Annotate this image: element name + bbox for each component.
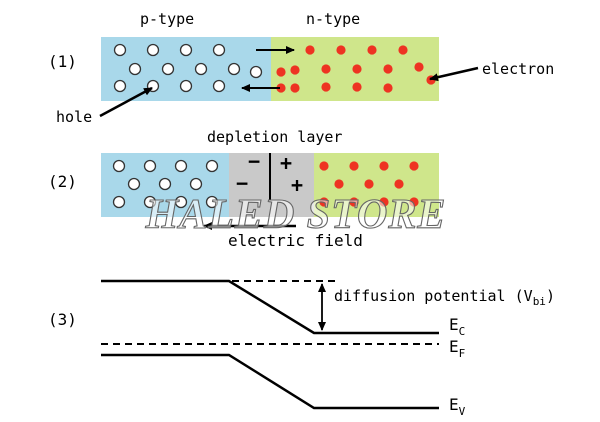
holes-group-2	[112, 159, 219, 209]
electron-dot	[379, 197, 389, 207]
conduction-band-label: EC	[449, 315, 465, 338]
electron-dot	[409, 197, 419, 207]
electron-dot	[383, 64, 393, 74]
hole-dot	[179, 43, 193, 57]
hole-dot	[112, 159, 126, 173]
hole-dot	[143, 159, 157, 173]
electron-dot	[364, 179, 374, 189]
ion-negative-2: −	[236, 171, 248, 195]
ion-positive-1: +	[280, 151, 292, 175]
electron-dot	[352, 82, 362, 92]
electron-dot	[398, 45, 408, 55]
hole-dot	[128, 62, 142, 76]
hole-dot	[113, 43, 127, 57]
electron-dot	[383, 83, 393, 93]
hole-dot	[212, 79, 226, 93]
watermark: HALED STORE	[145, 192, 447, 238]
hole-dot	[174, 159, 188, 173]
electron-dot	[414, 62, 424, 72]
hole-dot	[174, 195, 188, 209]
hole-dot	[179, 79, 193, 93]
holes-group-1	[113, 43, 263, 93]
hole-dot	[127, 177, 141, 191]
hole-pointer-arrow	[99, 86, 153, 118]
electron-dot	[321, 82, 331, 92]
electrons-group-1	[276, 45, 436, 93]
electron-dot	[319, 161, 329, 171]
depletion-layer-label: depletion layer	[207, 128, 342, 146]
electron-dot	[305, 45, 315, 55]
hole-dot	[205, 195, 219, 209]
hole-dot	[161, 62, 175, 76]
n-type-label: n-type	[306, 10, 360, 28]
electron-dot	[349, 197, 359, 207]
electron-dot	[276, 83, 286, 93]
hole-dot	[112, 195, 126, 209]
step3-label: (3)	[48, 310, 77, 329]
electron-dot	[394, 179, 404, 189]
electron-dot	[367, 45, 377, 55]
hole-dot	[205, 159, 219, 173]
hole-label: hole	[56, 108, 92, 126]
ion-negative-1: −	[248, 149, 260, 173]
electron-dot	[349, 161, 359, 171]
p-type-label: p-type	[140, 10, 194, 28]
hole-dot	[227, 62, 241, 76]
valence-band-line	[101, 353, 439, 410]
hole-dot	[249, 65, 263, 79]
step2-label: (2)	[48, 172, 77, 191]
electron-dot	[352, 64, 362, 74]
hole-dot	[158, 177, 172, 191]
electron-dot	[290, 65, 300, 75]
hole-dot	[212, 43, 226, 57]
depletion-region	[229, 153, 314, 217]
hole-dot	[194, 62, 208, 76]
electron-dot	[379, 161, 389, 171]
electron-dot	[336, 45, 346, 55]
diffusion-potential-label: diffusion potential (Vbi)	[334, 287, 555, 308]
ion-positive-2: +	[291, 173, 303, 197]
hole-dot	[113, 79, 127, 93]
electron-dot	[409, 161, 419, 171]
hole-dot	[189, 177, 203, 191]
electrons-group-2	[319, 161, 419, 207]
hole-dot	[146, 43, 160, 57]
electric-field-label: electric field	[228, 231, 363, 250]
fermi-level-label: EF	[449, 337, 465, 360]
electron-pointer-arrow	[429, 66, 479, 82]
conduction-band-line	[101, 279, 439, 335]
electron-label: electron	[482, 60, 554, 78]
hole-dot	[143, 195, 157, 209]
electron-dot	[321, 64, 331, 74]
electron-dot	[290, 83, 300, 93]
electron-dot	[319, 197, 329, 207]
valence-band-label: EV	[449, 395, 466, 418]
step1-label: (1)	[48, 52, 77, 71]
electron-dot	[276, 67, 286, 77]
electron-dot	[334, 179, 344, 189]
